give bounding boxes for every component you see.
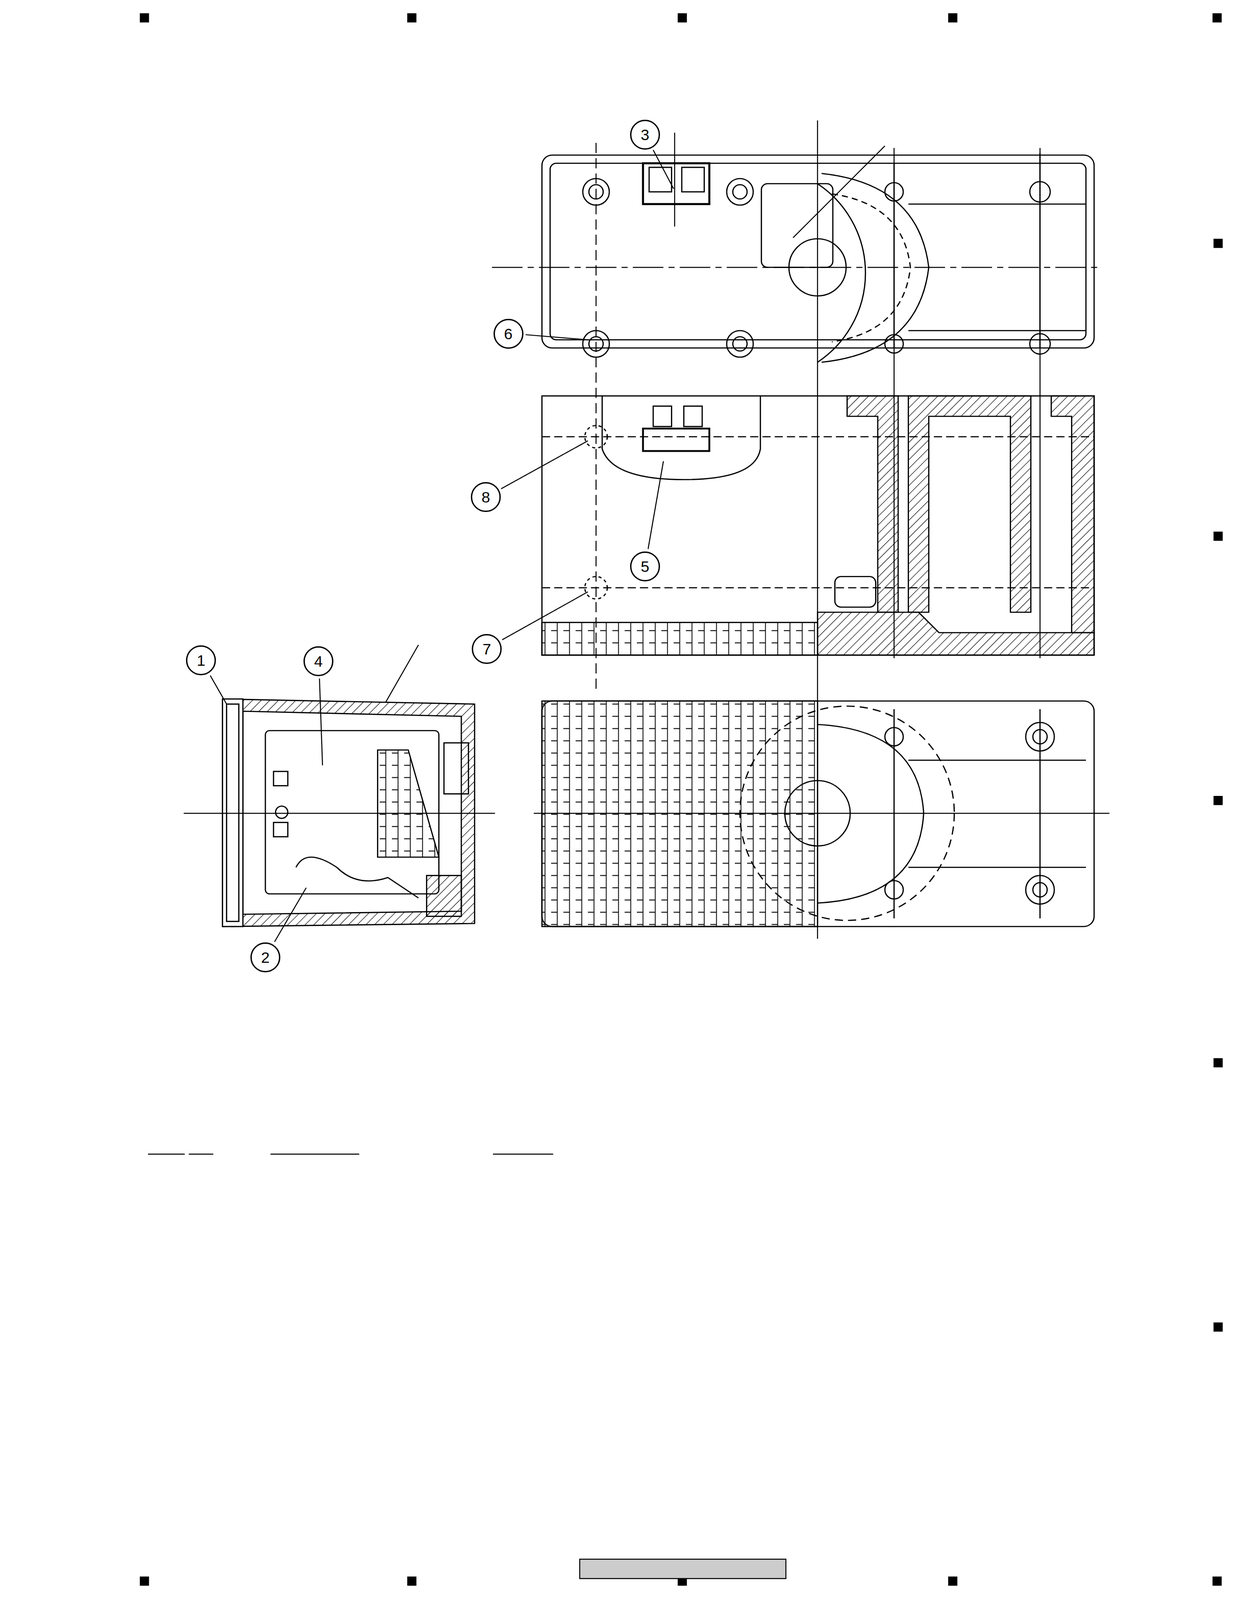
callout-number: 1 [185,645,216,676]
callout-number: 4 [303,646,334,677]
callout-number: 8 [470,482,501,513]
callout-number: 7 [471,634,502,665]
callout-number: 2 [250,942,281,973]
callout-number: 5 [630,551,661,582]
callout-number: 3 [630,119,661,150]
callout-number: 6 [493,318,524,349]
